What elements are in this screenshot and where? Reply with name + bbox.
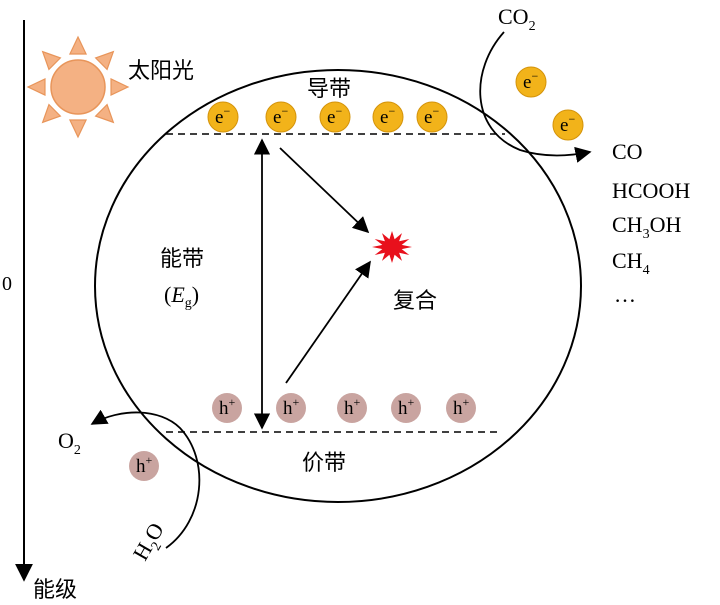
svg-text:e−: e− xyxy=(380,104,395,128)
sun-ray xyxy=(41,103,62,124)
sun-ray xyxy=(68,35,88,55)
electron-5: e− xyxy=(416,101,448,133)
svg-text:h+: h+ xyxy=(453,395,470,419)
hole-5: h+ xyxy=(446,393,476,423)
product-ch3oh: CH3OH xyxy=(612,212,681,242)
sun-icon xyxy=(26,35,130,139)
conduction-band-electrons: e− e− e− e− e− xyxy=(207,101,448,133)
oxidation-holes: h+ xyxy=(129,451,159,481)
hole-2: h+ xyxy=(276,393,306,423)
svg-text:h+: h+ xyxy=(136,453,153,477)
hole-4: h+ xyxy=(391,393,421,423)
product-co: CO xyxy=(612,139,643,164)
reduction-electron-1: e− xyxy=(515,66,547,98)
band-gap-label: 能带 xyxy=(160,247,204,272)
sun-ray xyxy=(94,103,115,124)
svg-text:e−: e− xyxy=(560,112,575,136)
svg-text:e−: e− xyxy=(273,104,288,128)
sun-ray xyxy=(26,77,46,97)
o2-product: O2 xyxy=(58,428,81,458)
product-hcooh: HCOOH xyxy=(612,178,690,203)
axis-zero-label: 0 xyxy=(2,273,12,295)
oxidation-path-arrow xyxy=(90,409,201,549)
svg-text:h+: h+ xyxy=(283,395,300,419)
sun-disc xyxy=(50,59,106,115)
reduction-electron-2: e− xyxy=(552,109,584,141)
band-gap-symbol: (Eg) xyxy=(164,282,199,311)
svg-text:e−: e− xyxy=(523,69,538,93)
h2o-reactant: H2O xyxy=(128,518,173,567)
electron-1: e− xyxy=(207,101,239,133)
sunlight-label: 太阳光 xyxy=(128,59,194,84)
energy-axis-label: 能级 xyxy=(33,578,77,603)
svg-text:e−: e− xyxy=(424,104,439,128)
svg-text:h+: h+ xyxy=(219,395,236,419)
electron-recombination-arrow xyxy=(279,147,370,234)
hole-1: h+ xyxy=(212,393,242,423)
recombination-label: 复合 xyxy=(393,289,437,314)
sun-ray xyxy=(110,77,130,97)
sun-ray xyxy=(41,50,62,71)
electron-2: e− xyxy=(265,101,297,133)
hole-recombination-arrow xyxy=(285,260,371,384)
hole-3: h+ xyxy=(337,393,367,423)
valence-band-holes: h+ h+ h+ h+ h+ xyxy=(212,393,476,423)
svg-text:h+: h+ xyxy=(344,395,361,419)
reduction-electrons: e− e− xyxy=(515,66,584,141)
sun-ray xyxy=(68,119,88,139)
semiconductor-particle xyxy=(94,69,582,503)
co2-reactant: CO2 xyxy=(498,4,536,34)
svg-text:e−: e− xyxy=(327,104,342,128)
oxidation-hole: h+ xyxy=(129,451,159,481)
reduction-path-arrow xyxy=(479,31,592,163)
valence-band-label: 价带 xyxy=(302,451,346,476)
electron-3: e− xyxy=(319,101,351,133)
product-more: … xyxy=(614,282,636,307)
product-ch4: CH4 xyxy=(612,248,650,278)
sun-ray xyxy=(94,50,115,71)
svg-text:e−: e− xyxy=(215,104,230,128)
electron-4: e− xyxy=(372,101,404,133)
svg-text:h+: h+ xyxy=(398,395,415,419)
recombination-spark-icon xyxy=(372,231,412,263)
conduction-band-label: 导带 xyxy=(307,77,351,102)
